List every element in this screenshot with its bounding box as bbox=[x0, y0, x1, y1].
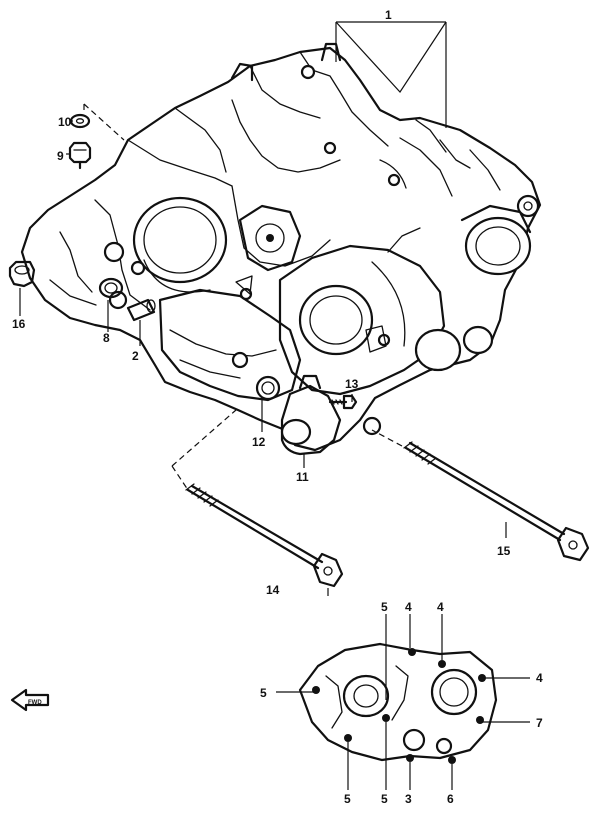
callout-4-right: 4 bbox=[536, 671, 543, 685]
inset-case-view bbox=[298, 642, 498, 764]
callout-labels: 1 2 10 9 16 8 13 12 11 15 14 5 4 4 4 7 5… bbox=[12, 8, 543, 806]
callout-14: 14 bbox=[266, 583, 280, 597]
bolt-part-9 bbox=[68, 141, 92, 170]
screw-part-13 bbox=[328, 394, 358, 410]
callout-3: 3 bbox=[405, 792, 412, 806]
callout-1: 1 bbox=[385, 8, 392, 22]
crankcase-assembly bbox=[20, 42, 542, 452]
callout-5-left: 5 bbox=[260, 686, 267, 700]
callout-9: 9 bbox=[57, 149, 64, 163]
callout-7: 7 bbox=[536, 716, 543, 730]
callout-15: 15 bbox=[497, 544, 511, 558]
callout-5-top: 5 bbox=[381, 600, 388, 614]
badge-text: FWD bbox=[28, 700, 42, 706]
inset-leader-lines bbox=[276, 614, 530, 790]
callout-2: 2 bbox=[132, 349, 139, 363]
callout-4-top-left: 4 bbox=[405, 600, 412, 614]
washer-part-10 bbox=[69, 113, 91, 129]
callout-11: 11 bbox=[296, 470, 309, 484]
dowel-pin-part-2 bbox=[126, 298, 156, 322]
long-bolt-part-15 bbox=[403, 441, 590, 562]
plug-part-16 bbox=[8, 260, 36, 288]
elbow-fitting-part-11 bbox=[280, 374, 342, 456]
callout-6: 6 bbox=[447, 792, 454, 806]
callout-13: 13 bbox=[345, 377, 359, 391]
callout-12: 12 bbox=[252, 435, 266, 449]
leader-lines bbox=[19, 21, 507, 596]
callout-16: 16 bbox=[12, 317, 26, 331]
callout-5-bottom-mid: 5 bbox=[381, 792, 388, 806]
callout-10: 10 bbox=[58, 115, 72, 129]
gasket-part-12 bbox=[255, 375, 281, 401]
callout-8: 8 bbox=[103, 331, 110, 345]
assembly-guide-lines bbox=[83, 103, 403, 491]
oring-part-8 bbox=[98, 277, 124, 299]
long-bolt-part-14 bbox=[185, 483, 344, 588]
callout-5-bottom-left: 5 bbox=[344, 792, 351, 806]
forward-direction-badge: FWD bbox=[10, 688, 50, 712]
callout-4-top-right: 4 bbox=[437, 600, 444, 614]
